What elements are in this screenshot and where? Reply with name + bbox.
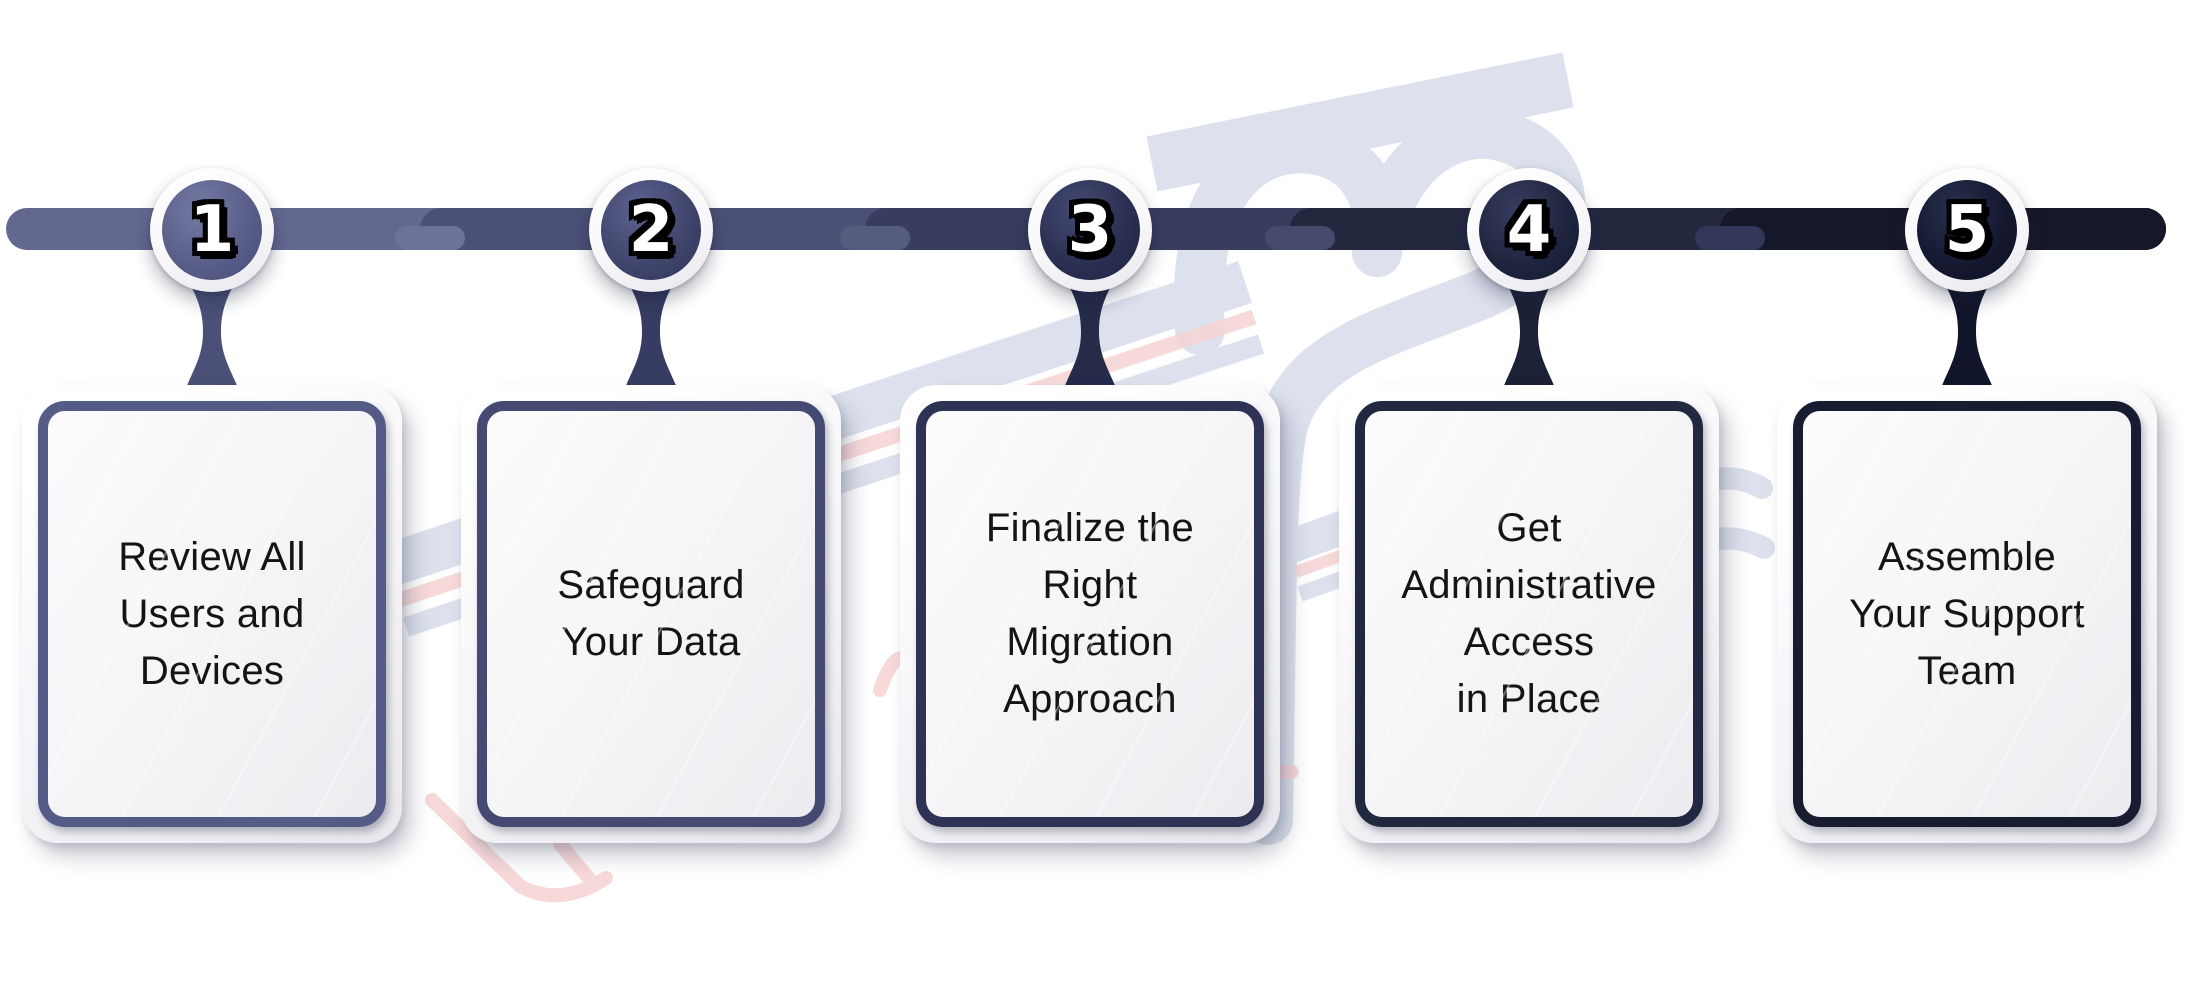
- card-text-line: Team: [1917, 648, 2017, 693]
- step-circle-fill: 5: [1917, 180, 2017, 280]
- connector-stem-icon: [625, 288, 677, 388]
- card-text-line: Migration: [1006, 620, 1174, 664]
- card-text-line: Finalize the: [985, 506, 1195, 550]
- connector-stem-icon: [186, 288, 238, 388]
- card-text-line: Devices: [139, 648, 285, 693]
- connector-stem-icon: [1503, 288, 1555, 388]
- card-text-line: Right: [1042, 563, 1138, 607]
- card-text-line: Get: [1496, 506, 1562, 550]
- card-text-line: Assemble: [1877, 534, 2057, 579]
- card-text-line: in Place: [1456, 677, 1602, 721]
- bar-highlight-dash: [395, 226, 465, 250]
- bar-highlight-dash: [1695, 226, 1765, 250]
- card-text-line: Administrative: [1401, 563, 1657, 607]
- step-number: 3: [1067, 193, 1113, 267]
- step-number: 1: [189, 193, 235, 267]
- step-circle-2: 2: [589, 168, 713, 292]
- step-circle-3: 3: [1028, 168, 1152, 292]
- card-text-line: Your Support: [1849, 591, 2085, 636]
- step-number: 2: [628, 193, 674, 267]
- step-circle-4: 4: [1467, 168, 1591, 292]
- step-circle-1: 1: [150, 168, 274, 292]
- bar-highlight-dash: [840, 226, 910, 250]
- card-text-line: Users and: [119, 591, 305, 636]
- connector-stem-icon: [1941, 288, 1993, 388]
- card-text-line: Your Data: [561, 620, 741, 664]
- step-number: 4: [1506, 193, 1552, 267]
- card-text-line: Safeguard: [557, 563, 745, 607]
- step-circle-fill: 1: [162, 180, 262, 280]
- bar-highlight-dash: [1265, 226, 1335, 250]
- step-circle-fill: 3: [1040, 180, 1140, 280]
- connector-stem-icon: [1064, 288, 1116, 388]
- card-text-line: Approach: [1003, 677, 1177, 721]
- step-circle-5: 5: [1905, 168, 2029, 292]
- card-text-line: Access: [1463, 620, 1595, 664]
- step-number: 5: [1944, 193, 1990, 267]
- card-text-line: Review All: [118, 534, 306, 579]
- step-circle-fill: 4: [1479, 180, 1579, 280]
- step-circle-fill: 2: [601, 180, 701, 280]
